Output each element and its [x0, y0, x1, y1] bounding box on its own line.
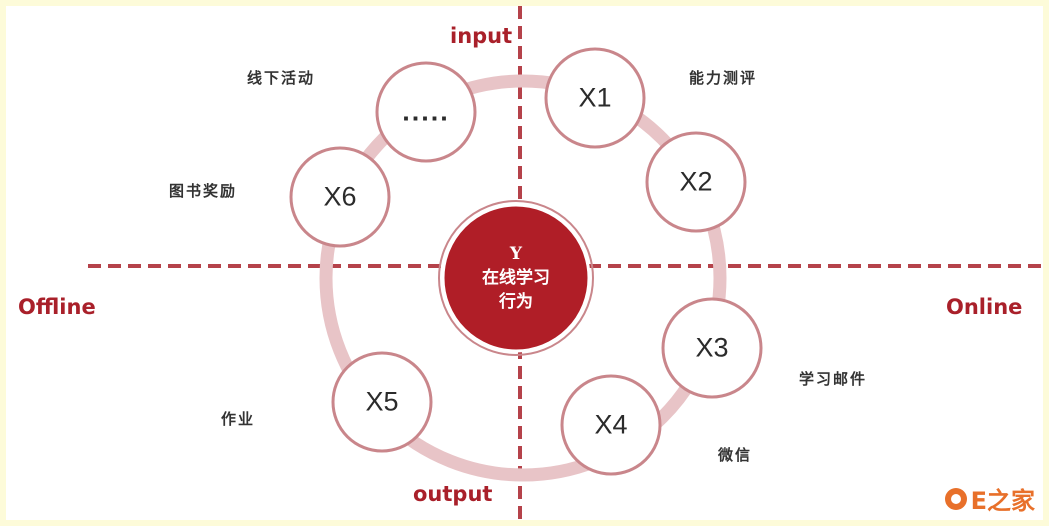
node-x6-label: X6: [323, 181, 357, 212]
axis-label-online: Online: [946, 295, 1023, 319]
node-x2-label: X2: [679, 166, 713, 197]
label-wechat: 微信: [718, 446, 753, 464]
center-line-behavior: 行为: [499, 292, 533, 312]
axis-label-output: output: [413, 482, 493, 506]
node-x1: [544, 47, 646, 149]
label-book-reward: 图书奖励: [169, 182, 238, 200]
watermark-logo: E之家: [944, 481, 1035, 516]
node-x4: [560, 374, 662, 476]
center-node-text: Y 在线学习 行为: [482, 242, 550, 314]
diagram-canvas: ..... X1 X2 X3 X4 X5 X6 Y 在线学习 行为 input …: [6, 6, 1043, 520]
node-x5-label: X5: [365, 386, 399, 417]
center-line-online-learning: 在线学习: [482, 268, 550, 288]
node-x4-label: X4: [594, 409, 628, 440]
label-study-email: 学习邮件: [799, 370, 868, 388]
node-dots: [375, 61, 477, 163]
logo-icon: [944, 487, 967, 510]
node-dots-label: .....: [402, 96, 450, 127]
label-homework: 作业: [221, 410, 256, 428]
diagram-svg: [88, 6, 1043, 520]
node-x1-label: X1: [578, 82, 612, 113]
axis-label-offline: Offline: [18, 295, 96, 319]
center-line-y: Y: [509, 244, 523, 264]
node-x6: [289, 146, 391, 248]
node-x5: [331, 351, 433, 453]
label-offline-activity: 线下活动: [247, 69, 316, 87]
axis-label-input: input: [450, 24, 513, 48]
label-ability-test: 能力测评: [689, 69, 758, 87]
cycle-ring: [319, 74, 727, 482]
center-node-outline: [438, 200, 594, 356]
node-x3-label: X3: [695, 332, 729, 363]
watermark-text: E之家: [970, 487, 1035, 515]
node-x3: [661, 297, 763, 399]
node-x2: [645, 131, 747, 233]
center-node: [441, 203, 591, 353]
